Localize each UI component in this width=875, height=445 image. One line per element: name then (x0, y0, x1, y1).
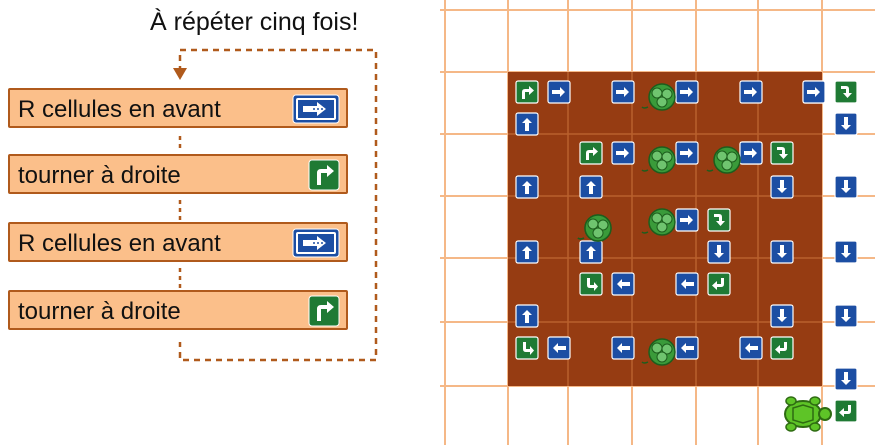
sign-right-icon (739, 80, 763, 104)
sign-up-icon (515, 304, 539, 328)
sign-down-icon (770, 240, 794, 264)
sign-down-icon (834, 240, 858, 264)
sign-up-turn-icon (515, 336, 539, 360)
sign-left-icon (675, 272, 699, 296)
sign-up-icon (515, 112, 539, 136)
block-turn-right-1[interactable]: tourner à droite (8, 154, 348, 194)
sign-up-icon (515, 175, 539, 199)
sign-down-turn-icon (707, 208, 731, 232)
sign-left-icon (675, 336, 699, 360)
sign-left-icon (547, 336, 571, 360)
loop-arrowhead-icon (173, 68, 187, 80)
sign-left-icon (611, 272, 635, 296)
sign-right-icon (675, 208, 699, 232)
sign-turn-right-icon (579, 141, 603, 165)
sign-left-icon (739, 336, 763, 360)
lettuce-icon (641, 83, 676, 111)
lettuce-icon (641, 338, 676, 366)
sign-up-icon (579, 240, 603, 264)
sign-left-turn-icon (834, 399, 858, 423)
lettuce-icon (641, 208, 676, 236)
sign-right-icon (675, 141, 699, 165)
lettuce-icon (577, 214, 612, 242)
sign-down-icon (834, 175, 858, 199)
sign-down-turn-icon (770, 141, 794, 165)
sign-down-icon (834, 112, 858, 136)
block-label: R cellules en avant (18, 96, 221, 123)
sign-right-icon (675, 80, 699, 104)
sign-up-turn-icon (579, 272, 603, 296)
sign-down-icon (834, 367, 858, 391)
block-forward-1[interactable]: R cellules en avant (8, 88, 348, 128)
sign-up-icon (579, 175, 603, 199)
turn-right-icon (308, 159, 340, 191)
block-label: tourner à droite (18, 162, 181, 189)
forward-sign-icon (292, 94, 340, 124)
sign-right-icon (547, 80, 571, 104)
sign-up-icon (515, 240, 539, 264)
sign-down-icon (834, 304, 858, 328)
turtle-icon (784, 396, 832, 432)
sign-right-icon (611, 80, 635, 104)
sign-down-turn-icon (834, 80, 858, 104)
sign-left-icon (611, 336, 635, 360)
loop-connector (173, 48, 378, 362)
program-panel: À répéter cinq fois! R cellules en avant… (0, 0, 420, 445)
block-label: tourner à droite (18, 298, 181, 325)
sign-left-turn-icon (770, 336, 794, 360)
sign-right-icon (802, 80, 826, 104)
sign-down-icon (770, 175, 794, 199)
lettuce-icon (641, 146, 676, 174)
forward-sign-icon (292, 228, 340, 258)
lettuce-icon (706, 146, 741, 174)
sign-right-icon (739, 141, 763, 165)
repeat-label: À répéter cinq fois! (150, 8, 359, 36)
sign-down-icon (707, 240, 731, 264)
turn-right-icon (308, 295, 340, 327)
sign-turn-right-icon (515, 80, 539, 104)
sign-right-icon (611, 141, 635, 165)
sign-left-turn-icon (707, 272, 731, 296)
block-label: R cellules en avant (18, 230, 221, 257)
sign-down-icon (770, 304, 794, 328)
block-forward-2[interactable]: R cellules en avant (8, 222, 348, 262)
block-turn-right-2[interactable]: tourner à droite (8, 290, 348, 330)
